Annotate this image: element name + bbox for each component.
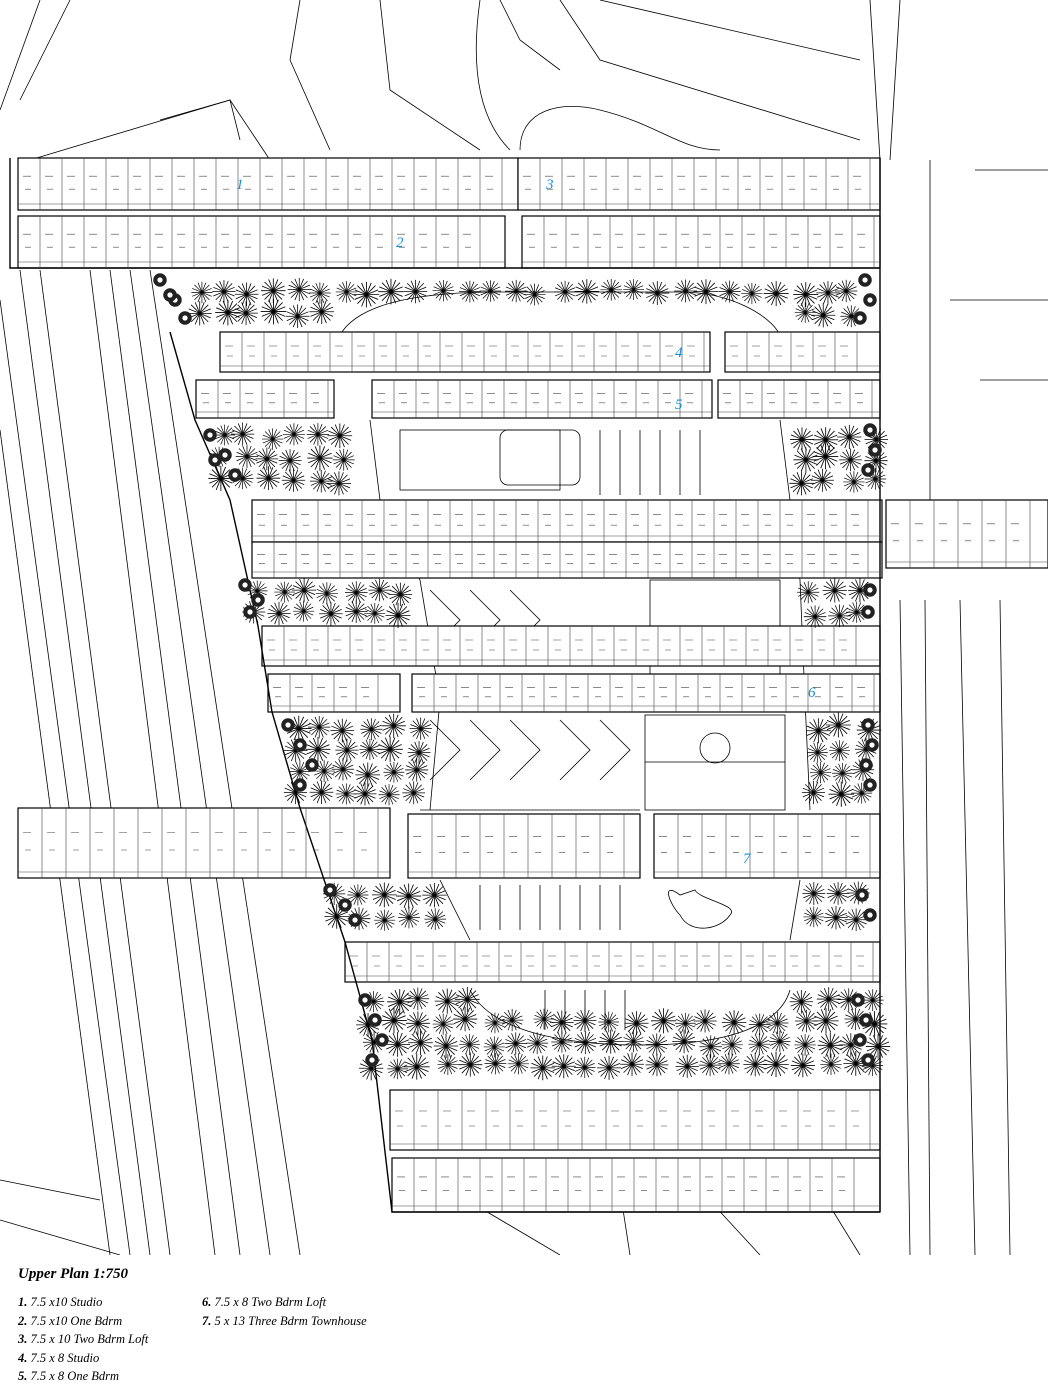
legend-item: 5. 7.5 x 8 One Bdrm — [18, 1369, 120, 1383]
legend-item: 6. 7.5 x 8 Two Bdrm Loft — [202, 1295, 327, 1309]
bar-2b — [521, 215, 881, 269]
bar-7b — [653, 813, 881, 879]
legend-item: 7. 5 x 13 Three Bdrm Townhouse — [202, 1313, 367, 1328]
bar-6a — [261, 625, 881, 667]
bar-1 — [17, 157, 519, 211]
legend-column-1: 1. 7.5 x10 Studio 2. 7.5 x10 One Bdrm 3.… — [18, 1293, 202, 1386]
unit-marker-5: 5 — [675, 397, 683, 413]
legend-column-2: 6. 7.5 x 8 Two Bdrm Loft 7. 5 x 13 Three… — [202, 1293, 442, 1386]
bar-mid-b — [251, 541, 883, 579]
unit-marker-6: 6 — [808, 685, 816, 701]
bar-5c — [717, 379, 881, 419]
bar-west — [17, 807, 391, 879]
unit-marker-4: 4 — [675, 345, 683, 361]
legend: Upper Plan 1:750 1. 7.5 x10 Studio 2. 7.… — [18, 1266, 578, 1391]
bar-lower-b — [389, 1089, 881, 1151]
legend-item: 2. 7.5 x10 One Bdrm — [18, 1313, 123, 1328]
bar-2 — [17, 215, 506, 269]
unit-marker-2: 2 — [396, 235, 404, 251]
bar-7a — [407, 813, 641, 879]
unit-marker-3: 3 — [545, 177, 554, 193]
site-plan: 1 2 3 4 5 6 7 — [0, 0, 1048, 1255]
legend-title: Upper Plan 1:750 — [18, 1266, 128, 1282]
bar-5b — [371, 379, 713, 419]
unit-markers: 1 2 3 4 5 6 7 — [236, 177, 816, 867]
bar-mid-a — [251, 499, 883, 543]
bar-east — [885, 499, 1048, 569]
bar-3 — [517, 157, 881, 211]
context-linework — [0, 0, 1048, 1255]
unit-partitions — [18, 158, 1048, 1212]
bar-4 — [219, 331, 711, 373]
bar-4b — [724, 331, 881, 373]
legend-item: 1. 7.5 x10 Studio — [18, 1295, 103, 1309]
housing-blocks — [17, 157, 1048, 1213]
bar-lower-c — [391, 1157, 881, 1213]
unit-marker-1: 1 — [236, 177, 244, 193]
legend-item: 3. 7.5 x 10 Two Bdrm Loft — [18, 1332, 149, 1346]
legend-item: 4. 7.5 x 8 Studio — [18, 1350, 100, 1365]
bar-lower-a — [344, 941, 881, 983]
bar-5 — [195, 379, 335, 419]
unit-marker-7: 7 — [743, 851, 752, 867]
